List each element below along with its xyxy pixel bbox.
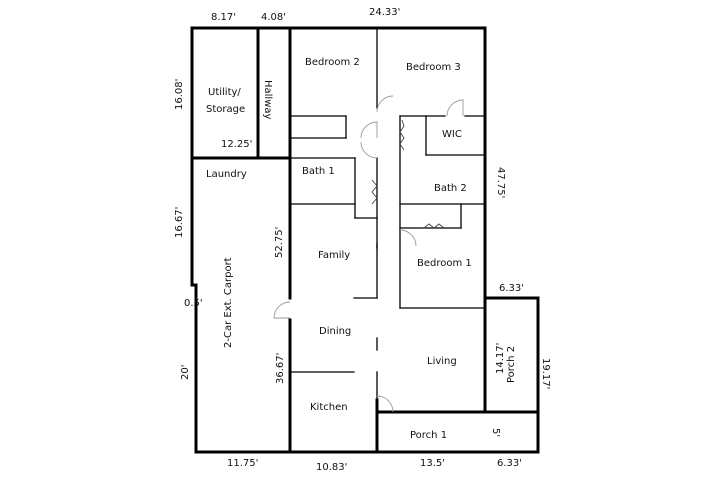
interior-walls bbox=[289, 27, 486, 401]
bedroom-1-label: Bedroom 1 bbox=[417, 258, 472, 269]
family-label: Family bbox=[318, 250, 350, 261]
dim-top-utility: 8.17' bbox=[211, 12, 236, 23]
dim-bottom-carport: 11.75' bbox=[227, 458, 258, 469]
living-label: Living bbox=[427, 356, 457, 367]
dim-center-upper: 52.75' bbox=[274, 227, 285, 258]
dim-porch1-side: 5' bbox=[490, 428, 501, 437]
bedroom-3-label: Bedroom 3 bbox=[406, 62, 461, 73]
porch-1-label: Porch 1 bbox=[410, 430, 447, 441]
utility-label: Utility/ bbox=[208, 87, 241, 98]
storage-label: Storage bbox=[206, 104, 245, 115]
exterior-walls bbox=[190, 26, 540, 454]
bath-2-label: Bath 2 bbox=[434, 183, 467, 194]
doors bbox=[273, 95, 464, 413]
dim-bottom-kitchen: 10.83' bbox=[316, 462, 347, 473]
bedroom-2-label: Bedroom 2 bbox=[305, 57, 360, 68]
porch-2-label: Porch 2 bbox=[506, 346, 517, 383]
dim-left-utility: 16.08' bbox=[174, 79, 185, 110]
dining-label: Dining bbox=[319, 326, 351, 337]
dim-left-jog: 0.5' bbox=[184, 298, 203, 309]
dim-bottom-porch2: 6.33' bbox=[497, 458, 522, 469]
kitchen-label: Kitchen bbox=[310, 402, 348, 413]
dim-top-overall: 24.33' bbox=[369, 7, 400, 18]
dim-bottom-porch1: 13.5' bbox=[420, 458, 445, 469]
wic-label: WIC bbox=[442, 129, 462, 140]
dim-utility-inner: 12.25' bbox=[221, 139, 252, 150]
carport-label: 2-Car Ext. Carport bbox=[223, 257, 234, 348]
bifold-doors bbox=[371, 119, 445, 229]
dim-center-lower: 36.67' bbox=[275, 353, 286, 384]
dim-right-porch2-top: 6.33' bbox=[499, 283, 524, 294]
dim-right-upper: 47.75' bbox=[495, 167, 506, 198]
dim-top-hallway: 4.08' bbox=[261, 12, 286, 23]
dim-right-porch2: 19.17' bbox=[540, 358, 551, 389]
bath-1-label: Bath 1 bbox=[302, 166, 335, 177]
hallway-label: Hallway bbox=[262, 80, 273, 120]
dim-porch2-inner: 14.17' bbox=[495, 343, 506, 374]
dim-left-laundry: 16.67' bbox=[174, 207, 185, 238]
dim-left-lower: 20' bbox=[180, 365, 191, 380]
laundry-label: Laundry bbox=[206, 169, 247, 180]
